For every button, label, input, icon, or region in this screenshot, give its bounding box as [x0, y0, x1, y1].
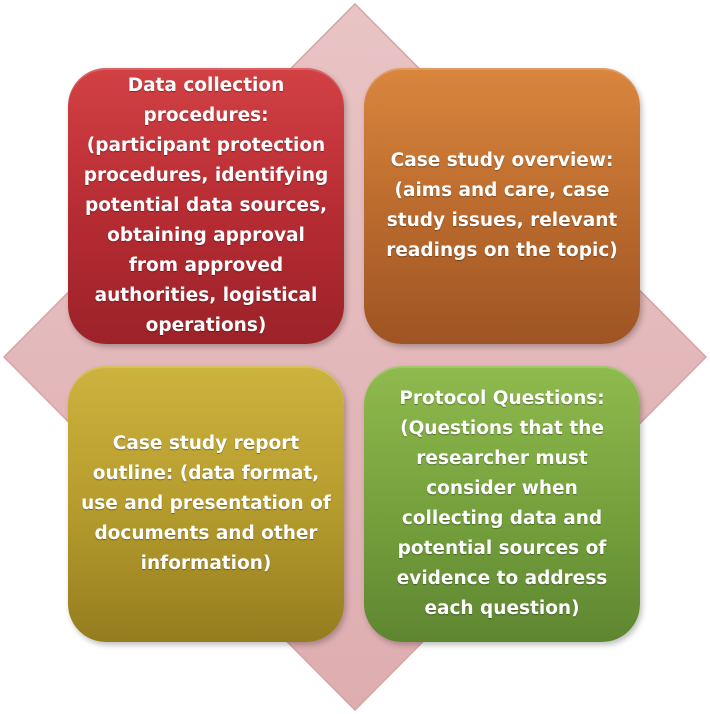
case-study-report-outline-text: Case study report outline: (data format,…	[81, 433, 331, 574]
protocol-questions-text: Protocol Questions: (Questions that the …	[396, 388, 608, 619]
case-study-overview-box: Case study overview: (aims and care, cas…	[364, 68, 640, 344]
case-study-overview-text: Case study overview: (aims and care, cas…	[386, 150, 618, 261]
case-study-report-outline-box: Case study report outline: (data format,…	[68, 366, 344, 642]
data-collection-procedures-text: Data collection procedures: (participant…	[83, 75, 329, 336]
protocol-questions-box: Protocol Questions: (Questions that the …	[364, 366, 640, 642]
data-collection-procedures-box: Data collection procedures: (participant…	[68, 68, 344, 344]
